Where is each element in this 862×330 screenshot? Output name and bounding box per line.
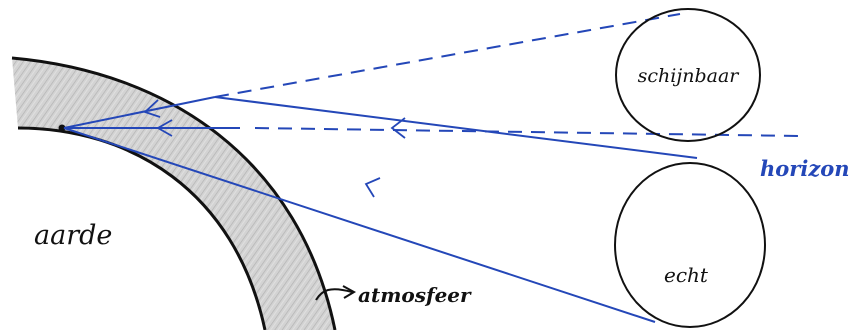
real-sun-circle xyxy=(615,163,765,327)
earth-label: aarde xyxy=(34,220,112,251)
atmosphere-band xyxy=(12,58,335,330)
atmosphere-label: atmosfeer xyxy=(358,283,472,307)
real-sun-label: echt xyxy=(664,263,709,287)
apparent-sightline xyxy=(215,14,680,97)
apparent-sun-label: schijnbaar xyxy=(638,65,741,87)
ray-lower-arrow xyxy=(366,178,380,197)
horizon-label: horizon xyxy=(760,156,850,181)
